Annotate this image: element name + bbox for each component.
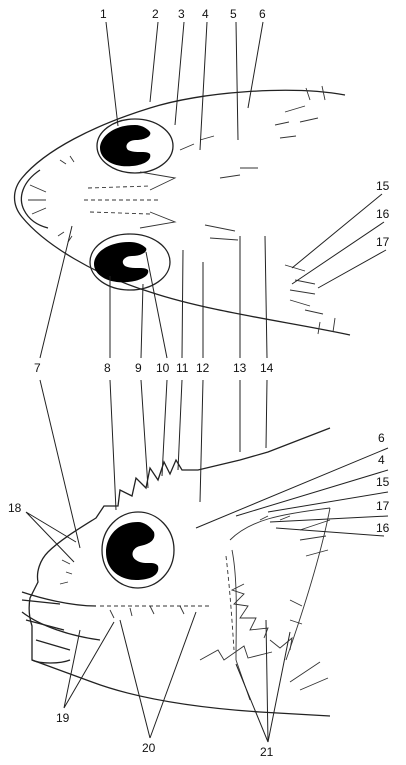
callout-2: 2	[152, 7, 159, 21]
callout-lateral-16: 16	[376, 521, 390, 535]
lateral-lower-jaw	[22, 592, 330, 716]
callout-5: 5	[230, 7, 237, 21]
callout-lateral-15: 15	[376, 475, 390, 489]
dorsal-pupil-lower	[94, 242, 148, 282]
callout-1: 1	[100, 7, 107, 21]
lateral-view: 6 4 15 17 16 18 19 20 21	[8, 380, 390, 759]
callout-4: 4	[202, 7, 209, 21]
callout-15: 15	[376, 179, 390, 193]
callout-12: 12	[196, 361, 210, 375]
callout-18: 18	[8, 501, 22, 515]
dorsal-view: 1 2 3 4 5 6 15 16 17 7 8 9 10 11 12 13 1…	[15, 7, 390, 375]
callout-7: 7	[34, 361, 41, 375]
callout-lateral-4: 4	[378, 453, 385, 467]
callout-21: 21	[260, 745, 274, 759]
dorsal-snout	[21, 170, 48, 228]
callout-17: 17	[376, 235, 390, 249]
callout-14: 14	[260, 361, 274, 375]
callout-6: 6	[259, 7, 266, 21]
callout-13: 13	[233, 361, 247, 375]
callout-lateral-17: 17	[376, 499, 390, 513]
callout-3: 3	[178, 7, 185, 21]
lateral-head-outline	[29, 428, 330, 663]
callout-9: 9	[135, 361, 142, 375]
dorsal-pupil-upper	[100, 125, 150, 166]
callout-16: 16	[376, 207, 390, 221]
lateral-pupil	[106, 522, 158, 580]
callout-10: 10	[156, 361, 170, 375]
callout-lateral-6: 6	[378, 431, 385, 445]
callout-20: 20	[142, 741, 156, 755]
callout-11: 11	[176, 361, 189, 375]
callout-8: 8	[104, 361, 111, 375]
callout-19: 19	[56, 711, 70, 725]
